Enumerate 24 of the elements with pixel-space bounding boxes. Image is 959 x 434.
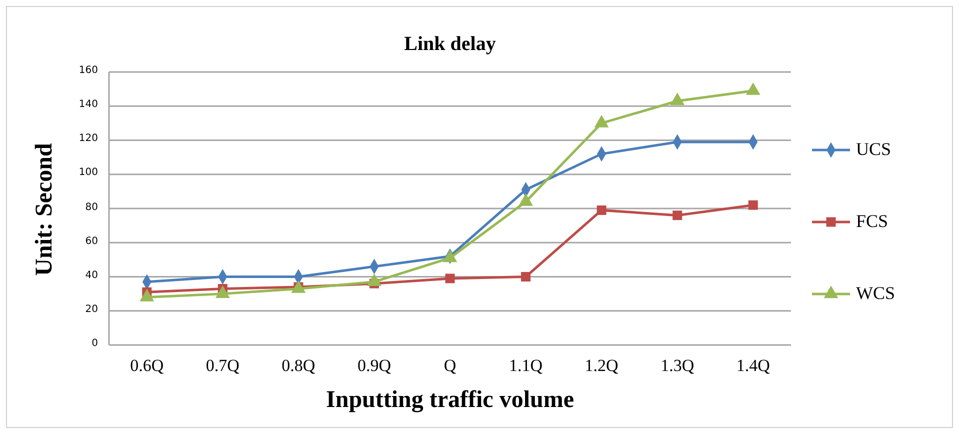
y-tick-label: 80 <box>85 202 98 212</box>
chart-title: Link delay <box>403 33 497 56</box>
y-tick-label: 120 <box>78 133 98 144</box>
x-tick-label: 1.4Q <box>735 356 771 376</box>
y-tick-label: 160 <box>78 65 98 76</box>
x-tick-label: 0.6Q <box>129 356 165 376</box>
x-tick-label: 0.7Q <box>204 356 240 376</box>
y-axis-title: Unit: Second <box>32 142 58 278</box>
y-tick-label: 140 <box>78 99 98 110</box>
y-tick-label: 40 <box>85 270 98 281</box>
x-tick-label: 0.9Q <box>356 356 392 376</box>
x-tick-label: 1.3Q <box>660 356 696 376</box>
x-tick-label: 1.2Q <box>584 356 620 376</box>
y-tick-label: 100 <box>78 167 98 178</box>
y-tick-label: 0 <box>92 338 98 349</box>
x-tick-label: 0.8Q <box>280 356 316 376</box>
y-tick-label: 60 <box>85 236 98 247</box>
x-axis-title: Inputting traffic volume <box>325 387 575 414</box>
legend-label: FCS <box>856 211 888 232</box>
legend-label: WCS <box>856 283 896 304</box>
y-tick-label: 20 <box>85 304 98 315</box>
x-tick-label: Q <box>442 356 458 376</box>
x-tick-label: 1.1Q <box>508 356 544 376</box>
legend-label: UCS <box>856 139 892 160</box>
